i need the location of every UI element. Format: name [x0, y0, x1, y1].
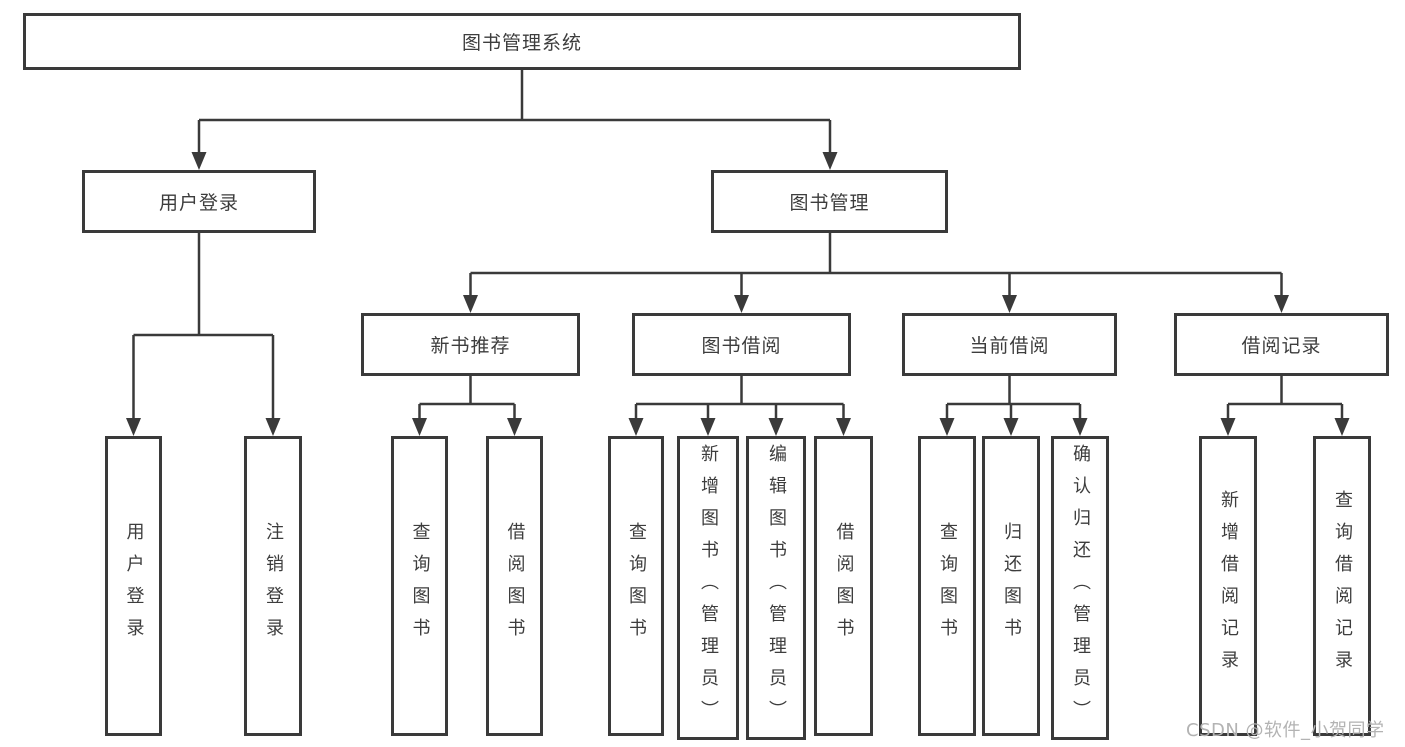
leaf-borrow-books-2: 借阅图书: [814, 436, 873, 736]
arrowhead-icon: [191, 152, 207, 170]
leaf-label: 查询图书: [626, 522, 647, 650]
leaf-borrow-books-1: 借阅图书: [486, 436, 543, 736]
arrowhead-icon: [939, 418, 955, 436]
node-new-book-recommendation: 新书推荐: [361, 313, 580, 376]
arrowhead-icon: [822, 152, 838, 170]
leaf-query-borrow-record: 查询借阅记录: [1313, 436, 1371, 736]
leaf-label: 归还图书: [1001, 522, 1022, 650]
arrowhead-icon: [1003, 418, 1019, 436]
arrowhead-icon: [126, 418, 141, 436]
csdn-watermark: CSDN @软件_小贺同学: [1186, 720, 1385, 741]
arrowhead-icon: [836, 418, 851, 436]
leaf-label: 借阅图书: [504, 522, 526, 650]
node-user-login-branch: 用户登录: [82, 170, 316, 233]
leaf-query-books-3: 查询图书: [918, 436, 976, 736]
arrowhead-icon: [412, 418, 427, 436]
node-current-borrowing: 当前借阅: [902, 313, 1117, 376]
leaf-label: 用户登录: [123, 522, 145, 650]
arrowhead-icon: [507, 418, 522, 436]
leaf-label: 新增图书（管理员）: [698, 444, 719, 732]
arrowhead-icon: [628, 418, 644, 436]
leaf-label: 查询图书: [937, 522, 958, 650]
leaf-logout: 注销登录: [244, 436, 302, 736]
arrowhead-icon: [1072, 418, 1088, 436]
node-borrowing-records: 借阅记录: [1174, 313, 1389, 376]
arrowhead-icon: [1002, 295, 1017, 313]
arrowhead-icon: [1220, 418, 1236, 436]
leaf-label: 借阅图书: [833, 522, 855, 650]
arrowhead-icon: [265, 418, 281, 436]
leaf-user-login: 用户登录: [105, 436, 162, 736]
leaf-add-books-admin: 新增图书（管理员）: [677, 436, 739, 740]
leaf-query-books-1: 查询图书: [391, 436, 448, 736]
leaf-edit-books-admin: 编辑图书（管理员）: [746, 436, 806, 740]
leaf-query-books-2: 查询图书: [608, 436, 664, 736]
leaf-label: 确认归还（管理员）: [1070, 444, 1091, 732]
node-library-system: 图书管理系统: [23, 13, 1021, 70]
arrowhead-icon: [700, 418, 716, 436]
arrowhead-icon: [1334, 418, 1350, 436]
node-book-management-branch: 图书管理: [711, 170, 948, 233]
leaf-return-books: 归还图书: [982, 436, 1040, 736]
arrowhead-icon: [463, 295, 478, 313]
leaf-confirm-return-admin: 确认归还（管理员）: [1051, 436, 1109, 740]
leaf-add-borrow-record: 新增借阅记录: [1199, 436, 1257, 736]
leaf-label: 查询图书: [409, 522, 431, 650]
arrowhead-icon: [768, 418, 784, 436]
arrowhead-icon: [1274, 295, 1289, 313]
arrowhead-icon: [734, 295, 749, 313]
leaf-label: 注销登录: [263, 522, 284, 650]
leaf-label: 新增借阅记录: [1218, 490, 1239, 682]
leaf-label: 编辑图书（管理员）: [766, 444, 787, 732]
node-book-borrowing: 图书借阅: [632, 313, 851, 376]
leaf-label: 查询借阅记录: [1332, 490, 1353, 682]
